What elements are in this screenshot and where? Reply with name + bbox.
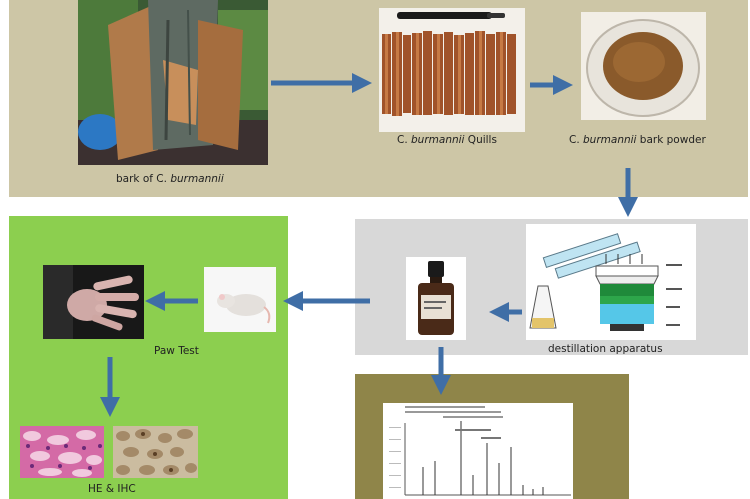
- quills-caption-post: Quills: [464, 134, 497, 146]
- paw-test-caption: Paw Test: [154, 345, 199, 357]
- quills-image: [379, 8, 525, 132]
- quills-caption-pre: C.: [397, 134, 412, 146]
- he-photo: [20, 426, 104, 478]
- chromatogram-image: [383, 403, 573, 499]
- powder-caption: C. burmannii bark powder: [569, 134, 706, 146]
- bark-caption-pre: bark of C.: [116, 173, 171, 185]
- bottle-photo: [406, 257, 466, 340]
- distillation-image: [526, 224, 696, 340]
- powder-caption-post: bark powder: [636, 134, 706, 146]
- bark-image: [78, 0, 268, 165]
- rat-image: [204, 267, 276, 332]
- ihc-photo: [113, 426, 198, 478]
- quills-photo: [379, 8, 525, 132]
- quills-caption-species: burmannii: [411, 134, 465, 146]
- he-stain-image: [20, 426, 104, 478]
- paw-photo: [43, 265, 144, 339]
- chromatogram-photo: [383, 403, 573, 499]
- ihc-stain-image: [113, 426, 198, 478]
- oil-bottle-image: [406, 257, 466, 340]
- bark-photo: [78, 0, 268, 165]
- powder-caption-pre: C.: [569, 134, 584, 146]
- distillation-photo: [526, 224, 696, 340]
- quills-caption: C. burmannii Quills: [397, 134, 497, 146]
- histology-caption: HE & IHC: [88, 483, 136, 495]
- powder-caption-species: burmannii: [583, 134, 637, 146]
- paw-image: [43, 265, 144, 339]
- bark-caption-species: burmannii: [170, 173, 224, 185]
- bark-caption: bark of C. burmannii: [116, 173, 224, 185]
- powder-image: [581, 12, 706, 120]
- rat-photo: [204, 267, 276, 332]
- powder-photo: [581, 12, 706, 120]
- distillation-caption: destillation apparatus: [548, 343, 663, 355]
